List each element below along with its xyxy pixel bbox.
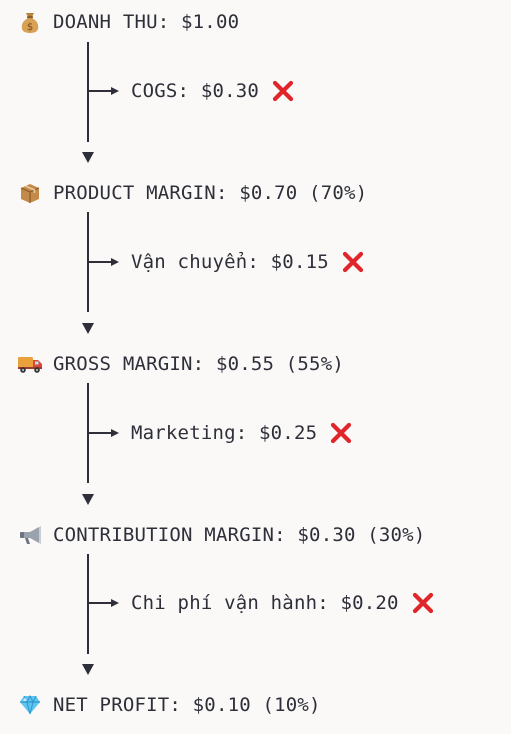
connector-4 <box>79 554 119 684</box>
delivery-truck-icon <box>17 351 43 377</box>
stage-doanh-thu: $ DOANH THU: $1.00 <box>17 8 239 36</box>
stage-label: DOANH THU: $1.00 <box>53 11 240 33</box>
deduction-chi-phi-van-hanh: Chi phí vận hành: $0.20 <box>131 589 435 617</box>
stage-gross-margin: GROSS MARGIN: $0.55 (55%) <box>17 350 344 378</box>
megaphone-icon <box>17 522 43 548</box>
deduction-label: Marketing: $0.25 <box>131 422 318 444</box>
stage-product-margin: PRODUCT MARGIN: $0.70 (70%) <box>17 179 367 207</box>
svg-text:$: $ <box>27 22 33 33</box>
stage-label: GROSS MARGIN: $0.55 (55%) <box>53 353 344 375</box>
gem-icon <box>17 692 43 718</box>
stage-label: NET PROFIT: $0.10 (10%) <box>53 694 321 716</box>
connector-2 <box>79 212 119 342</box>
deduction-van-chuyen: Vận chuyển: $0.15 <box>131 248 365 276</box>
stage-contribution-margin: CONTRIBUTION MARGIN: $0.30 (30%) <box>17 521 425 549</box>
stage-label: PRODUCT MARGIN: $0.70 (70%) <box>53 182 368 204</box>
stage-label: CONTRIBUTION MARGIN: $0.30 (30%) <box>53 524 426 546</box>
red-x-icon <box>341 250 365 274</box>
deduction-label: Vận chuyển: $0.15 <box>131 251 329 273</box>
deduction-cogs: COGS: $0.30 <box>131 77 295 105</box>
deduction-label: COGS: $0.30 <box>131 80 260 102</box>
deduction-label: Chi phí vận hành: $0.20 <box>131 592 399 614</box>
red-x-icon <box>271 79 295 103</box>
connector-1 <box>79 42 119 172</box>
money-bag-icon: $ <box>17 9 43 35</box>
connector-3 <box>79 383 119 513</box>
red-x-icon <box>329 421 353 445</box>
stage-net-profit: NET PROFIT: $0.10 (10%) <box>17 691 321 719</box>
package-box-icon <box>17 180 43 206</box>
red-x-icon <box>411 591 435 615</box>
deduction-marketing: Marketing: $0.25 <box>131 419 353 447</box>
